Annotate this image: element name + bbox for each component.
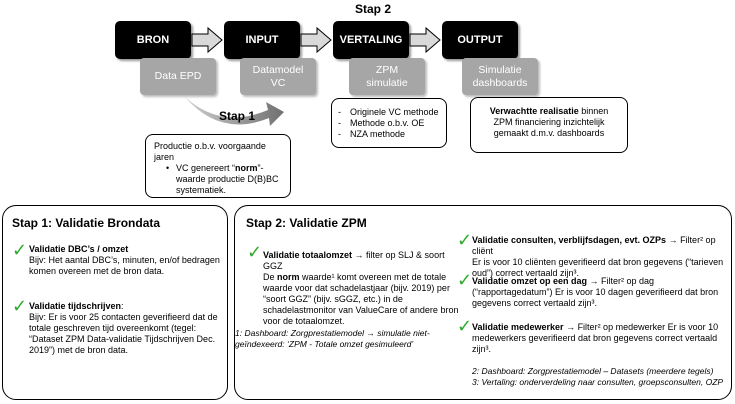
- footnote-1: 1: Dashboard: Zorgprestatiemodel → simul…: [235, 328, 430, 349]
- flow-box-bron: BRON: [115, 21, 191, 59]
- panel-validatie-zpm: Stap 2: Validatie ZPM ✓ Validatie totaal…: [234, 205, 732, 400]
- sub-box-datamodel: Datamodel VC: [240, 58, 316, 95]
- validatie-medewerker: Validatie medewerker → Filter² op medewe…: [472, 322, 719, 354]
- method-item: Originele VC methode: [338, 107, 440, 118]
- footnote-2: 2: Dashboard: Zorgprestatiemodel – Datas…: [472, 366, 714, 376]
- panel1-item2: Validatie tijdschrijven: Bijv: Er is voo…: [29, 301, 218, 355]
- method-item: NZA methode: [338, 129, 440, 140]
- curved-arrow-icon: [184, 96, 284, 126]
- footnote-3: 3: Vertaling: onderverdeling naar consul…: [472, 377, 724, 387]
- check-icon: ✓: [457, 230, 473, 251]
- validatie-consulten: Validatie consulten, verblijfsdagen, evt…: [472, 235, 724, 278]
- sub-box-zpm-simulatie: ZPM simulatie: [349, 58, 425, 95]
- flow-box-input: INPUT: [224, 21, 300, 59]
- arrow-right-icon: [300, 26, 332, 54]
- sub-box-simulatie-dashboards: Simulatie dashboards: [462, 58, 538, 95]
- panel1-title: Stap 1: Validatie Brondata: [12, 216, 161, 230]
- panel2-title: Stap 2: Validatie ZPM: [246, 216, 367, 230]
- sub-box-data-epd: Data EPD: [140, 58, 216, 95]
- stap1-note: Productie o.b.v. voorgaande jaren • VC g…: [145, 134, 291, 198]
- method-item: Methode o.b.v. OE: [338, 118, 440, 129]
- panel-validatie-brondata: Stap 1: Validatie Brondata ✓ Validatie D…: [2, 205, 228, 400]
- check-icon: ✓: [457, 270, 473, 291]
- stap1-label: Stap 1: [219, 109, 256, 123]
- check-icon: ✓: [12, 296, 28, 317]
- panel1-item1: Validatie DBC’s / omzet Bijv: Het aantal…: [29, 244, 220, 276]
- validatie-omzet-dag: Validatie omzet op een dag → Filter² op …: [472, 276, 719, 308]
- flow-box-output: OUTPUT: [442, 21, 518, 59]
- methods-box: Originele VC methode Methode o.b.v. OE N…: [331, 98, 447, 148]
- check-icon: ✓: [457, 316, 473, 337]
- realisatie-box: Verwachtte realisatie binnen ZPM financi…: [470, 97, 628, 153]
- arrow-right-icon: [191, 26, 223, 54]
- check-icon: ✓: [247, 242, 263, 263]
- arrow-right-icon: [409, 26, 441, 54]
- flow-box-vertaling: VERTALING: [333, 21, 409, 59]
- note-line: Productie o.b.v. voorgaande jaren: [154, 141, 266, 162]
- validatie-totaalomzet: Validatie totaalomzet → filter op SLJ & …: [263, 250, 459, 326]
- stap2-label: Stap 2: [355, 2, 392, 16]
- check-icon: ✓: [12, 240, 28, 261]
- note-bullet: • VC genereert “norm”-waarde productie D…: [166, 163, 279, 195]
